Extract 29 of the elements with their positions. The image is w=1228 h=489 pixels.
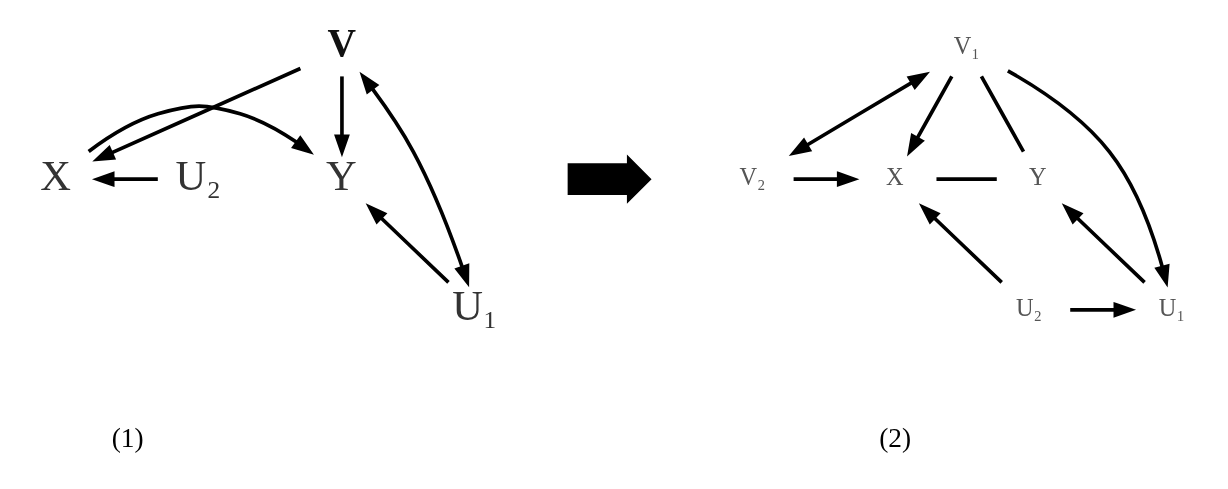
node-text: U₁ — [1158, 293, 1185, 321]
node-arrow — [567, 154, 652, 204]
label: (1) — [111, 423, 144, 454]
node-text: V₁ — [953, 32, 980, 60]
node-text: X — [40, 151, 71, 199]
arrow — [92, 66, 302, 162]
arrow — [87, 104, 314, 155]
arrow — [907, 75, 954, 157]
node-text: V₂ — [739, 162, 766, 190]
arrow — [1006, 69, 1170, 288]
node-text: Y — [1028, 162, 1047, 190]
node-text: Y — [325, 151, 357, 199]
arrow — [1070, 301, 1137, 318]
arrow — [793, 171, 860, 188]
arrow — [1061, 203, 1146, 284]
node-text: U₁ — [452, 282, 498, 330]
connector — [979, 75, 1026, 153]
arrow — [918, 203, 1003, 284]
connector — [936, 177, 997, 181]
label: (2) — [879, 423, 912, 454]
arrow — [334, 76, 350, 158]
node-text: V — [327, 21, 357, 66]
node-text: U₂ — [175, 151, 222, 199]
node-text: U₂ — [1016, 293, 1043, 321]
node-text: X — [886, 162, 904, 190]
arrow — [91, 171, 158, 188]
arrow — [365, 203, 450, 284]
arrow — [788, 71, 931, 156]
arrow — [359, 71, 470, 288]
